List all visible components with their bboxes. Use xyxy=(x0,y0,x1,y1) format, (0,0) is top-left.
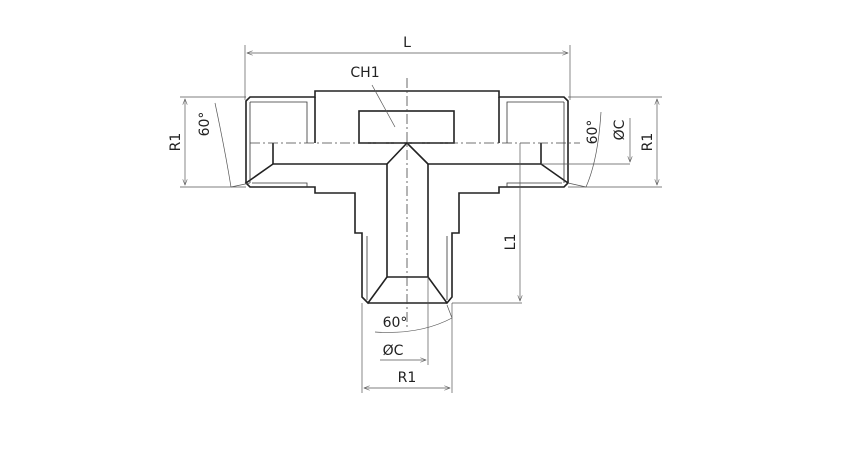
bore-right-label: ØC xyxy=(612,119,628,140)
thread-bottom-label: R1 xyxy=(398,370,417,386)
angle-left-label: 60° xyxy=(197,112,213,137)
center-lines xyxy=(250,78,580,330)
thread-left-label: R1 xyxy=(168,133,184,152)
branch-length-label: L1 xyxy=(503,234,519,251)
bore-bottom-label: ØC xyxy=(383,343,404,359)
length-label: L xyxy=(403,35,411,51)
thread-right-label: R1 xyxy=(640,133,656,152)
dimension-lines xyxy=(180,45,662,393)
hex-label: CH1 xyxy=(350,65,379,81)
angle-right-label: 60° xyxy=(585,120,601,145)
angle-bottom-label: 60° xyxy=(383,315,408,331)
